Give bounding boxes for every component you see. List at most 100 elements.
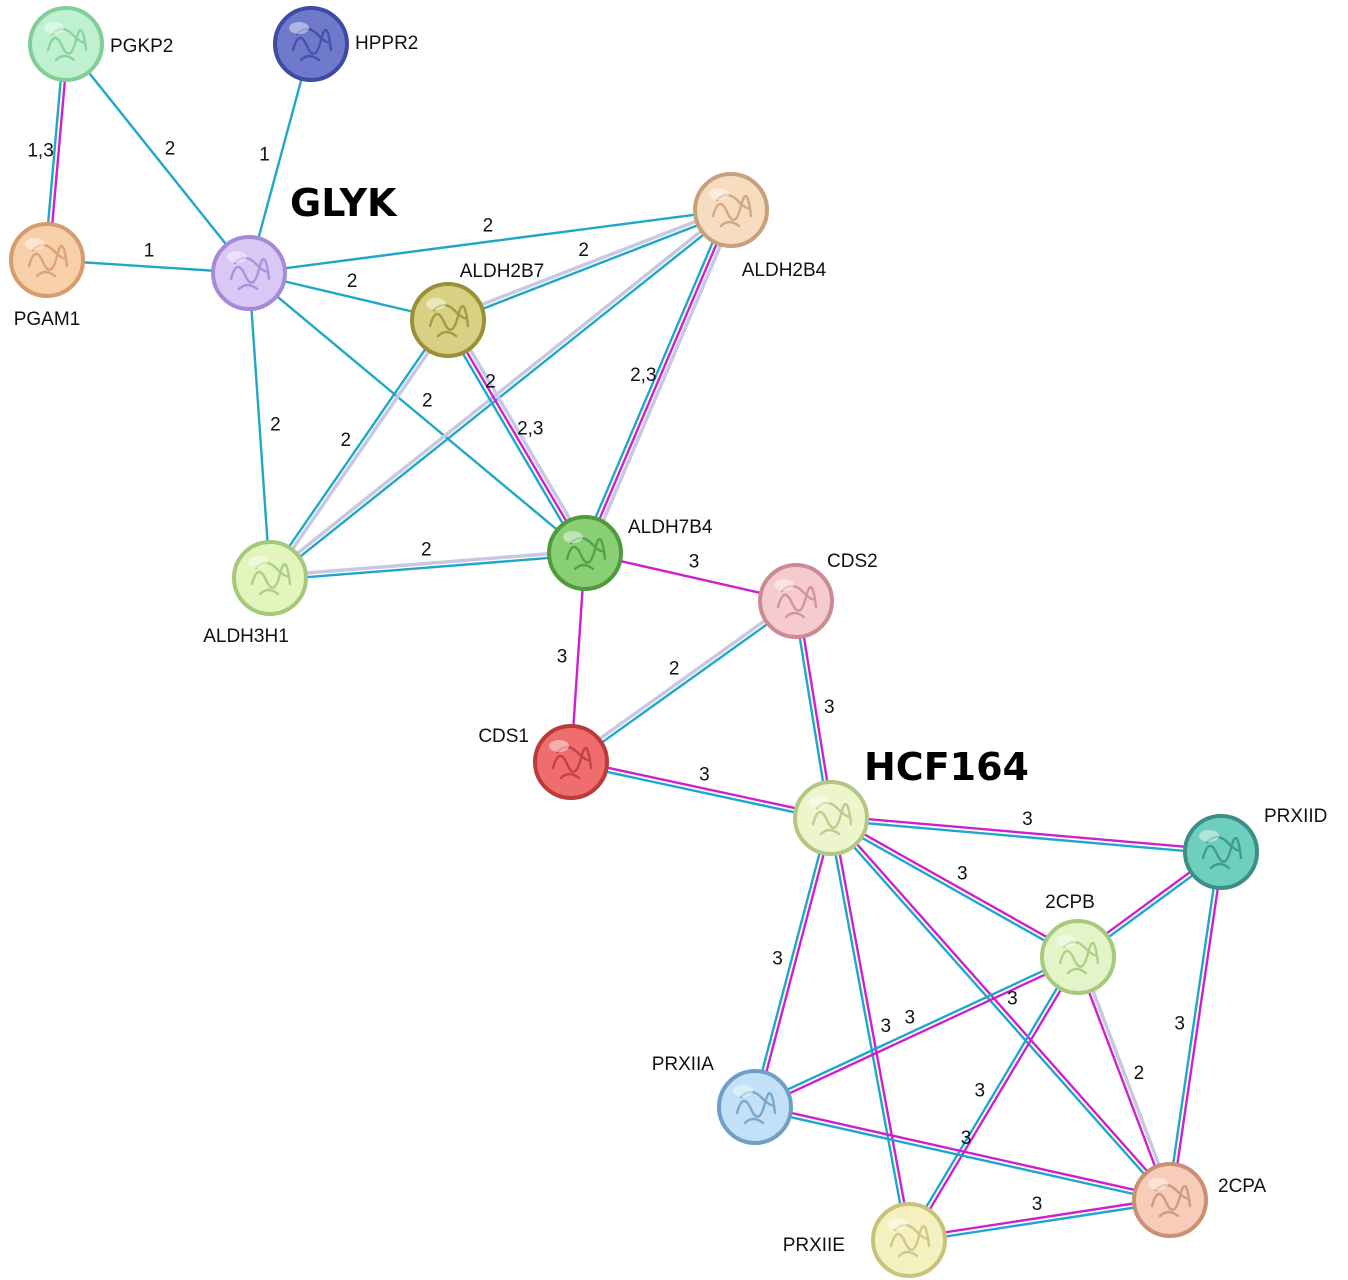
node-aldh2b4[interactable] [693,172,769,248]
node-aldh3h1[interactable] [232,540,308,616]
node-label: ALDH2B4 [742,260,827,281]
node-circle [9,222,85,298]
node-circle [793,780,869,856]
protein-structure-icon [776,584,818,619]
node-circle [871,1202,947,1278]
edge-PRXIIA-2CPA [754,1103,1171,1204]
node-prxiia[interactable] [717,1069,793,1145]
node-hcf164[interactable] [793,780,869,856]
edge-line-blue [570,762,831,822]
edge-label: 2 [422,391,433,412]
node-circle [232,540,308,616]
protein-structure-icon [250,561,292,596]
node-circle [273,6,349,82]
edge-ALDH3H1-ALDH2B4 [267,206,734,581]
edge-label: 3 [824,697,835,718]
edge-label: 3 [880,1016,891,1037]
node-pgam1[interactable] [9,222,85,298]
node-2cpa[interactable] [1132,1162,1208,1238]
edge-line-magenta [908,1196,1170,1240]
edge-label: 2 [341,430,352,451]
node-circle [28,6,104,82]
edge-line-blue [247,272,272,579]
node-aldh7b4[interactable] [547,515,623,591]
edge-line-magenta [755,818,835,1108]
node-label: 2CPB [1045,892,1095,913]
node-glyk[interactable] [211,235,287,311]
edge-line-magenta [1074,957,1170,1202]
edge-HCF164-PRXIIE [827,817,913,1241]
edge-line-blue [753,954,1078,1107]
edge-line-blue [1166,851,1221,1200]
protein-structure-icon [811,801,853,836]
edge-label: 3 [557,646,568,667]
edge-label: 3 [961,1128,972,1149]
node-cds1[interactable] [533,724,609,800]
node-aldh2b7[interactable] [410,282,486,358]
edge-PRXIID-2CPA [1166,851,1225,1201]
node-label: CDS1 [478,726,529,747]
edge-line-blue [751,817,831,1107]
edge-line-blue [270,210,734,581]
protein-structure-icon [1150,1183,1192,1218]
edge-label: 3 [1022,809,1033,830]
edge-label: 2 [165,139,176,160]
edge-line-magenta [755,1103,1171,1200]
protein-structure-icon [711,193,753,228]
edge-2CPB-PRXIIE [906,955,1081,1242]
node-label: ALDH3H1 [203,626,289,647]
node-circle [533,724,609,800]
edge-line-blue [248,208,732,275]
node-label: ALDH2B7 [460,261,545,282]
node-highlight [1056,935,1076,947]
edge-line-blue [830,818,1221,856]
hub-label-glyk: GLYK [290,181,398,225]
node-label: PRXIIE [783,1235,845,1256]
edge-label: 2 [578,240,589,261]
edge-line-blue [909,1200,1171,1244]
edge-label: 3 [904,1007,915,1028]
node-highlight [774,579,794,591]
node-highlight [1148,1178,1168,1190]
edge-ALDH3H1-ALDH7B4 [269,549,586,582]
node-highlight [426,298,446,310]
node-highlight [44,22,64,34]
node-hppr2[interactable] [273,6,349,82]
edge-2CPB-PRXIIA [753,954,1080,1110]
node-pgkp2[interactable] [28,6,104,82]
node-prxiie[interactable] [871,1202,947,1278]
edge-CDS1-CDS2 [568,597,798,765]
edge-label: 2 [270,414,281,435]
edge-GLYK-ALDH3H1 [247,272,272,579]
node-cds2[interactable] [758,563,834,639]
node-label: HPPR2 [355,33,418,54]
node-circle [717,1069,793,1145]
node-label: 2CPA [1218,1176,1267,1197]
node-circle [758,563,834,639]
node-highlight [227,251,247,263]
node-label: PRXIID [1264,806,1327,827]
edge-PRXIIE-2CPA [908,1196,1171,1244]
edge-label: 1 [144,241,155,262]
protein-structure-icon [428,303,470,338]
edge-ALDH2B7-ALDH3H1 [267,318,452,581]
node-label: PGAM1 [14,309,81,330]
edge-line-blue [270,553,586,582]
node-2cpb[interactable] [1040,919,1116,995]
edge-line-blue [448,210,733,324]
edge-ALDH2B4-ALDH7B4 [580,207,737,556]
edge-line-grey [267,206,731,578]
node-circle [693,172,769,248]
node-highlight [25,238,45,250]
node-highlight [563,531,583,543]
edge-HCF164-2CPB [829,815,1080,960]
node-label: CDS2 [827,551,878,572]
node-circle [1183,814,1259,890]
node-label: ALDH7B4 [628,517,713,538]
node-prxiid[interactable] [1183,814,1259,890]
edge-line-blue [267,318,448,578]
edge-line-blue [247,43,313,274]
edge-line-blue [65,43,250,274]
edge-2CPB-2CPA [1074,955,1174,1202]
